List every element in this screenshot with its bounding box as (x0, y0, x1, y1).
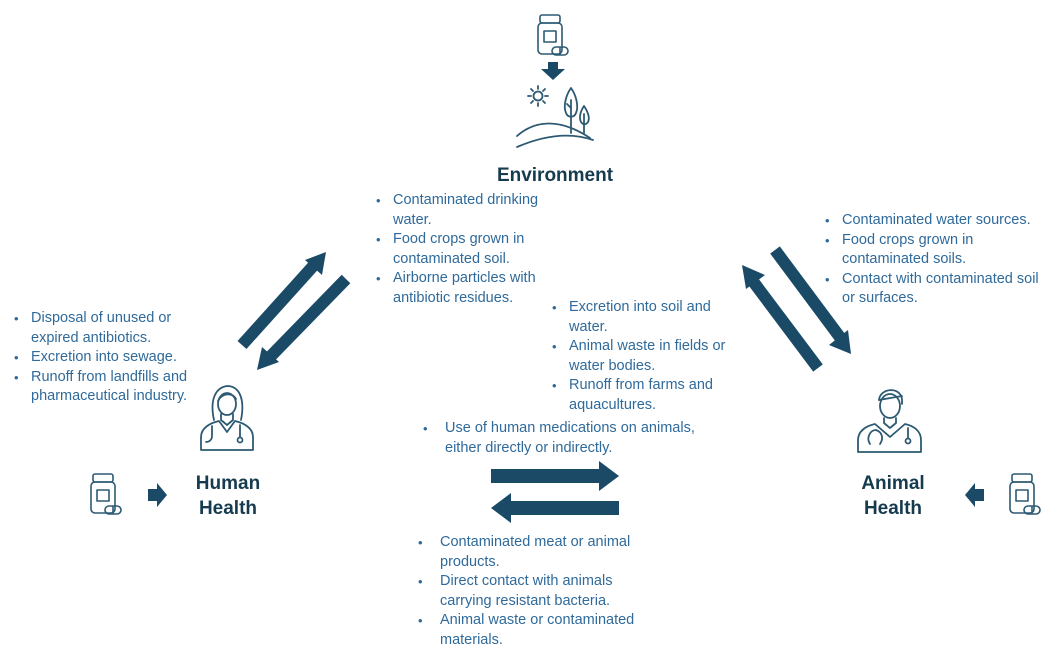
list-item: Use of human medications on animals, eit… (420, 419, 715, 458)
animal-title-line1: Animal (861, 473, 925, 494)
list-item: Contact with contaminated soil or surfac… (825, 270, 1040, 309)
human-to-animal-list: Use of human medications on animals, eit… (420, 419, 715, 458)
animal-title-line2: Health (863, 498, 923, 519)
right-arrow-icon (148, 483, 167, 507)
list-item: Animal waste in fields or water bodies. (552, 337, 748, 376)
list-item: Food crops grown in contaminated soil. (376, 230, 572, 269)
down-arrow-icon (541, 62, 565, 80)
animal-to-environment-list: Excretion into soil and water. Animal wa… (552, 298, 748, 415)
animal-veterinarian-icon (857, 389, 922, 453)
list-item: Excretion into sewage. (14, 348, 214, 368)
environment-to-human-list: Contaminated drinking water. Food crops … (376, 191, 572, 308)
animal-to-environment-arrow (742, 265, 823, 372)
list-item: Disposal of unused or expired antibiotic… (14, 309, 214, 348)
environment-title: Environment (470, 163, 640, 188)
environment-to-human-arrow (257, 274, 351, 370)
left-arrow-icon (965, 483, 984, 507)
animal-to-human-arrow (491, 493, 619, 523)
list-item: Runoff from farms and aquacultures. (552, 376, 748, 415)
list-item: Contaminated meat or animal products. (415, 533, 660, 572)
list-item: Direct contact with animals carrying res… (415, 572, 660, 611)
list-item: Animal waste or contaminated materials. (415, 611, 660, 650)
environment-landscape-icon (516, 85, 594, 148)
list-item: Airborne particles with antibiotic resid… (376, 269, 572, 308)
environment-to-animal-arrow (770, 246, 851, 354)
medication-bottle-icon-human (90, 473, 122, 515)
human-title-line1: Human (195, 473, 261, 494)
human-to-animal-arrow (491, 461, 619, 491)
medication-bottle-icon-animal (1009, 473, 1041, 515)
list-item: Runoff from landfills and pharmaceutical… (14, 368, 214, 407)
human-to-environment-arrow (237, 252, 326, 350)
animal-to-human-list: Contaminated meat or animal products. Di… (415, 533, 660, 650)
medication-bottle-icon-environment (537, 14, 569, 56)
list-item: Contaminated water sources. (825, 211, 1040, 231)
human-health-title: Human Health (178, 471, 278, 521)
list-item: Contaminated drinking water. (376, 191, 572, 230)
animal-health-title: Animal Health (843, 471, 943, 521)
environment-title-text: Environment (496, 165, 614, 186)
human-title-line2: Health (198, 498, 258, 519)
environment-to-animal-list: Contaminated water sources. Food crops g… (825, 211, 1040, 309)
list-item: Food crops grown in contaminated soils. (825, 231, 1040, 270)
list-item: Excretion into soil and water. (552, 298, 748, 337)
human-to-environment-list: Disposal of unused or expired antibiotic… (14, 309, 214, 407)
